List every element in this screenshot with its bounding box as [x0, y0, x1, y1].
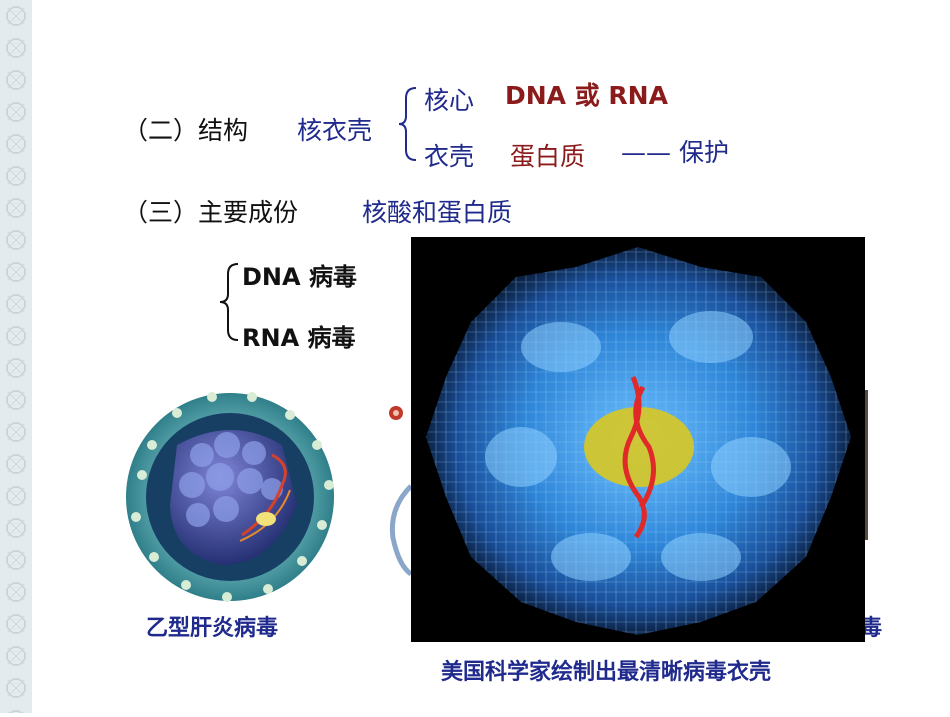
capsid-function: —— 保护 — [621, 138, 729, 167]
background-figure-fragment-right — [864, 390, 868, 540]
rna-virus-label: RNA 病毒 — [242, 324, 356, 352]
decorative-left-strip — [0, 0, 32, 713]
hidden-caption-fragment: 毒 — [860, 616, 883, 641]
structure-value: 核衣壳 — [297, 116, 373, 145]
structure-heading: （二）结构 — [123, 116, 249, 145]
brace-virus-types-icon — [219, 263, 239, 341]
background-figure-fragment — [389, 406, 413, 577]
pattern-strip-graphic — [0, 0, 32, 713]
components-value: 核酸和蛋白质 — [362, 198, 513, 227]
capsid-label: 衣壳 — [424, 142, 475, 171]
dna-virus-label: DNA 病毒 — [242, 263, 357, 291]
components-heading: （三）主要成份 — [123, 198, 299, 227]
brace-structure-icon — [398, 87, 417, 161]
virus-capsid-graphic — [411, 237, 865, 642]
hepatitis-b-caption: 乙型肝炎病毒 — [146, 616, 279, 641]
capsid-caption: 美国科学家绘制出最清晰病毒衣壳 — [441, 660, 772, 685]
capsid-value: 蛋白质 — [510, 142, 586, 171]
core-value: DNA 或 RNA — [505, 81, 668, 110]
core-label: 核心 — [424, 86, 475, 115]
virus-capsid-image — [411, 237, 865, 642]
hepatitis-b-virus-image — [126, 392, 334, 602]
